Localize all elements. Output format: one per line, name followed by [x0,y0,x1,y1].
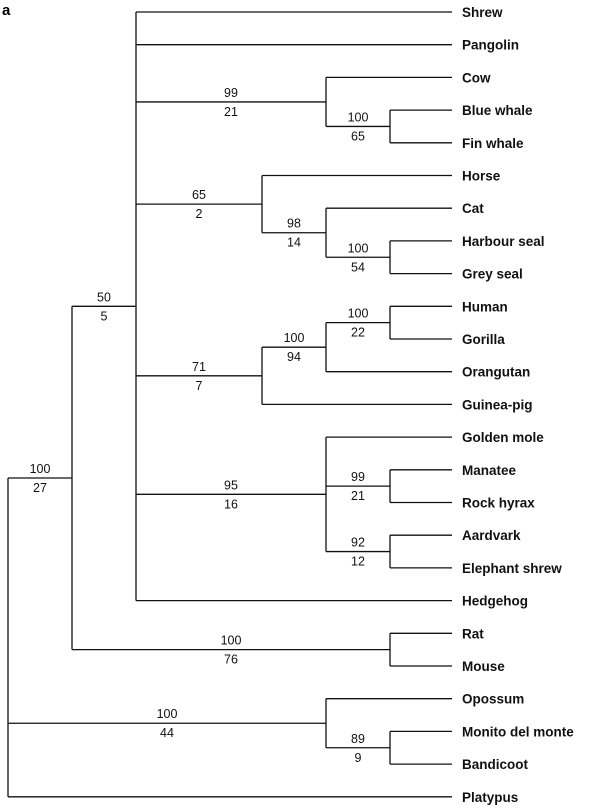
decay-index: 7 [196,379,203,393]
taxon-label: Mouse [462,659,505,674]
bootstrap-value: 100 [348,110,369,124]
bootstrap-value: 65 [192,188,206,202]
decay-index: 54 [351,260,365,274]
taxon-label: Hedgehog [462,594,528,609]
taxon-label: Human [462,299,508,314]
bootstrap-value: 95 [224,478,238,492]
bootstrap-value: 100 [157,707,178,721]
taxon-label: Platypus [462,790,518,805]
bootstrap-value: 100 [348,307,369,321]
decay-index: 21 [351,489,365,503]
bootstrap-value: 100 [284,331,305,345]
taxon-label: Shrew [462,5,503,20]
decay-index: 27 [33,481,47,495]
bootstrap-value: 71 [192,360,206,374]
taxon-label: Blue whale [462,103,533,118]
taxon-label: Aardvark [462,528,521,543]
decay-index: 22 [351,326,365,340]
taxon-label: Bandicoot [462,757,529,772]
taxon-label: Gorilla [462,332,505,347]
decay-index: 94 [287,350,301,364]
decay-index: 76 [224,653,238,667]
tree-branches [7,11,452,798]
bootstrap-value: 98 [287,217,301,231]
taxon-label: Pangolin [462,38,519,53]
panel-label: a [2,2,11,19]
taxon-label: Elephant shrew [462,561,562,576]
decay-index: 5 [101,309,108,323]
taxon-label: Orangutan [462,365,530,380]
taxon-label: Guinea-pig [462,397,533,412]
taxon-label: Monito del monte [462,724,574,739]
decay-index: 12 [351,555,365,569]
decay-index: 14 [287,236,301,250]
bootstrap-value: 100 [221,634,242,648]
bootstrap-value: 89 [351,732,365,746]
decay-index: 21 [224,105,238,119]
decay-index: 65 [351,129,365,143]
bootstrap-value: 92 [351,536,365,550]
taxon-label: Rock hyrax [462,496,535,511]
decay-index: 44 [160,726,174,740]
taxon-label: Manatee [462,463,517,478]
bootstrap-value: 99 [224,86,238,100]
taxon-label: Horse [462,169,501,184]
taxon-label: Grey seal [462,267,523,282]
decay-index: 16 [224,497,238,511]
support-values: 100 27 50 5 99 21 100 65 65 2 98 14 100 54 71 7 100 94 100… [30,86,369,765]
taxon-label: Opossum [462,692,524,707]
bootstrap-value: 99 [351,470,365,484]
taxon-label: Fin whale [462,136,524,151]
taxon-label: Rat [462,626,484,641]
taxon-label: Cat [462,201,484,216]
taxon-label: Cow [462,70,491,85]
taxon-label: Harbour seal [462,234,545,249]
bootstrap-value: 50 [97,290,111,304]
taxon-label: Golden mole [462,430,544,445]
decay-index: 9 [355,751,362,765]
bootstrap-value: 100 [30,462,51,476]
decay-index: 2 [196,207,203,221]
bootstrap-value: 100 [348,241,369,255]
